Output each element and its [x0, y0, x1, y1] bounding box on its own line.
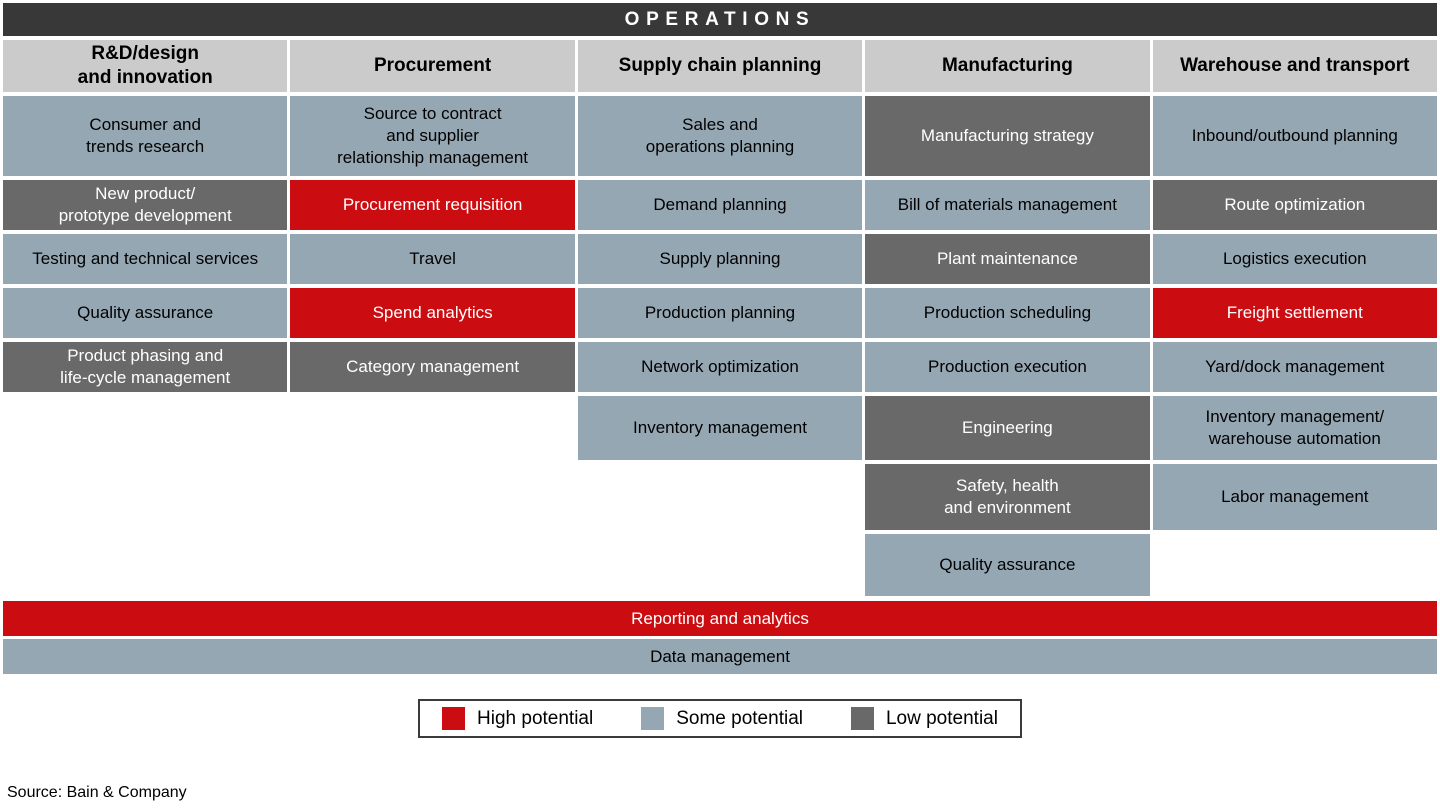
matrix-cell: New product/ prototype development — [3, 180, 288, 230]
matrix-cell: Freight settlement — [1152, 288, 1437, 338]
matrix-cell: Inventory management/ warehouse automati… — [1152, 396, 1437, 460]
matrix-cell: Manufacturing strategy — [865, 96, 1150, 176]
matrix-cell: Source to contract and supplier relation… — [290, 96, 575, 176]
column-header-5: Warehouse and transport — [1152, 40, 1437, 92]
matrix-cell: Plant maintenance — [865, 234, 1150, 284]
matrix-cell: Production execution — [865, 342, 1150, 392]
matrix-cell: Route optimization — [1152, 180, 1437, 230]
legend-item: Some potential — [641, 707, 803, 730]
matrix-cell: Category management — [290, 342, 575, 392]
matrix-cell: Logistics execution — [1152, 234, 1437, 284]
matrix-cell: Consumer and trends research — [3, 96, 288, 176]
matrix-cell: Engineering — [865, 396, 1150, 460]
matrix-cell: Spend analytics — [290, 288, 575, 338]
legend-row: High potential Some potential Low potentia… — [3, 699, 1437, 738]
matrix-cell: Supply planning — [577, 234, 863, 284]
high-potential-swatch — [442, 707, 466, 730]
matrix-cell: Travel — [290, 234, 575, 284]
legend-item: Low potential — [850, 707, 998, 730]
matrix-cell: Safety, health and environment — [865, 464, 1150, 530]
matrix-cell: Sales and operations planning — [577, 96, 863, 176]
matrix-cell: Inventory management — [577, 396, 863, 460]
matrix-cell: Network optimization — [577, 342, 863, 392]
column-header-4: Manufacturing — [865, 40, 1150, 92]
column-header-1: R&D/design and innovation — [3, 40, 288, 92]
matrix-cell: Production planning — [577, 288, 863, 338]
low-potential-swatch — [850, 707, 874, 730]
legend-label: Some potential — [676, 707, 803, 729]
matrix-cell: Yard/dock management — [1152, 342, 1437, 392]
operations-banner: OPERATIONS — [3, 3, 1437, 36]
column-header-3: Supply chain planning — [577, 40, 863, 92]
matrix-cell: Quality assurance — [865, 534, 1150, 596]
full-width-row: Reporting and analytics — [3, 601, 1437, 636]
some-potential-swatch — [641, 707, 665, 730]
matrix-cell: Demand planning — [577, 180, 863, 230]
matrix-cell: Bill of materials management — [865, 180, 1150, 230]
legend: High potential Some potential Low potentia… — [418, 699, 1022, 738]
matrix-cell: Product phasing and life-cycle managemen… — [3, 342, 288, 392]
matrix-cell: Labor management — [1152, 464, 1437, 530]
column-header-2: Procurement — [290, 40, 575, 92]
matrix-cell: Inbound/outbound planning — [1152, 96, 1437, 176]
legend-label: High potential — [477, 707, 594, 729]
legend-item: High potential — [442, 707, 593, 730]
matrix-cell: Quality assurance — [3, 288, 288, 338]
legend-label: Low potential — [885, 707, 998, 729]
matrix-cell: Production scheduling — [865, 288, 1150, 338]
matrix-cell: Testing and technical services — [3, 234, 288, 284]
full-width-row: Data management — [3, 639, 1437, 674]
source-note: Source: Bain & Company — [7, 784, 187, 801]
matrix-cell: Procurement requisition — [290, 180, 575, 230]
banner-title: OPERATIONS — [624, 8, 816, 30]
